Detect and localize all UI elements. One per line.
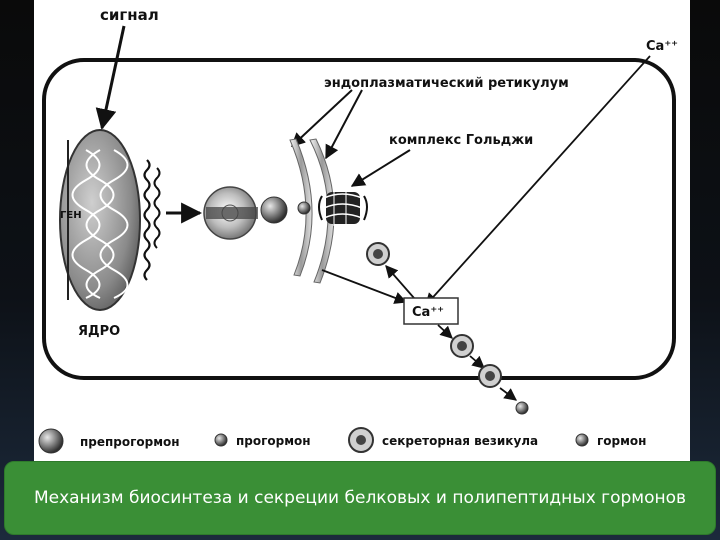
calcium-inside-label: Ca⁺⁺ <box>412 305 444 320</box>
secretion-arrow-3 <box>499 387 518 401</box>
mrna-strand <box>143 159 151 281</box>
golgi-complex <box>318 190 368 226</box>
er-label: эндоплазматический ретикулум <box>324 76 569 91</box>
secretory-vesicle <box>366 242 390 266</box>
mrna-strand-2 <box>153 167 161 249</box>
golgi-pointer <box>350 149 411 187</box>
legend-preprohormone-icon <box>38 428 64 454</box>
signal-arrow <box>95 25 126 131</box>
secretion-arrow-2 <box>469 355 485 369</box>
legend-prohormone-icon <box>214 433 228 447</box>
dna-helix <box>71 149 129 299</box>
cell-membrane <box>42 58 676 380</box>
preprohormone-particle <box>260 196 288 224</box>
calcium-entry-arrow <box>425 55 651 306</box>
secretory-vesicle-2 <box>450 334 474 358</box>
secretion-arrow-1 <box>437 324 453 339</box>
caption-box: Механизм биосинтеза и секреции белковых … <box>4 461 716 535</box>
er-pointer-1 <box>290 89 353 147</box>
golgi-label: комплекс Гольджи <box>389 133 533 148</box>
ribosome <box>203 186 258 240</box>
calcium-outside-label: Ca⁺⁺ <box>646 39 678 54</box>
slide-panel: сигнал Ca⁺⁺ эндоплазматический ретикулум… <box>34 0 690 470</box>
er-pointer-2 <box>325 89 363 160</box>
er-membrane-1 <box>289 138 313 277</box>
legend: препрогормон прогормон секреторная везик… <box>38 427 646 454</box>
slide-caption: Механизм биосинтеза и секреции белковых … <box>33 487 687 508</box>
secretory-vesicle-3 <box>478 364 502 388</box>
legend-preprohormone-label: препрогормон <box>80 435 180 449</box>
released-hormone <box>515 401 529 415</box>
legend-hormone-label: гормон <box>597 434 646 448</box>
signal-label: сигнал <box>100 6 159 24</box>
prohormone-particle <box>297 201 311 215</box>
nucleus <box>59 129 141 311</box>
biosynthesis-diagram: сигнал Ca⁺⁺ эндоплазматический ретикулум… <box>38 6 678 454</box>
legend-prohormone-label: прогормон <box>236 434 311 448</box>
legend-hormone-icon <box>575 433 589 447</box>
nucleus-label: ЯДРО <box>78 324 120 339</box>
legend-vesicle-icon <box>348 427 374 453</box>
calcium-to-vesicle-arrow <box>385 265 415 299</box>
legend-vesicle-label: секреторная везикула <box>382 434 538 448</box>
er-membrane-2 <box>309 138 335 284</box>
calcium-inside-box <box>403 297 459 325</box>
gene-label: ГЕН <box>60 210 82 221</box>
er-to-calcium-arrow <box>321 269 408 304</box>
